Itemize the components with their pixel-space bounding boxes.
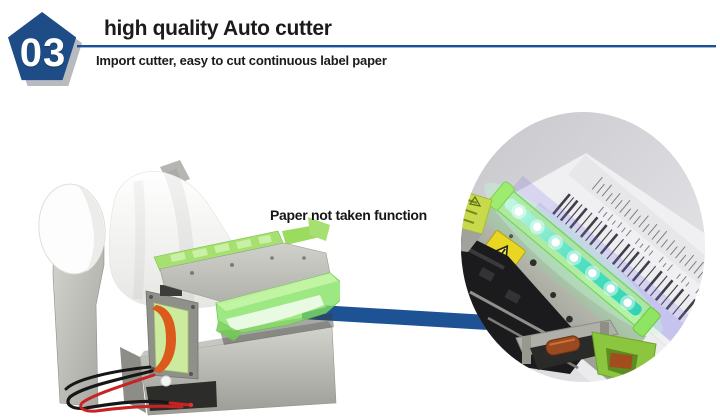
annotation-paper-not-taken: Paper not taken function [270, 207, 427, 223]
roller [545, 335, 581, 356]
power-wires [64, 365, 194, 413]
divider-line [77, 45, 716, 48]
callout-connector-bar [302, 304, 488, 330]
pentagon-shape [8, 12, 77, 81]
step-number: 03 [19, 30, 67, 75]
led-bar [484, 181, 663, 337]
page-subtitle: Import cutter, easy to cut continuous la… [96, 53, 387, 68]
step-badge-pentagon [8, 12, 82, 87]
mechanism-left-face [145, 277, 199, 387]
cutter-detail-circle [461, 112, 705, 382]
barcode [548, 190, 705, 346]
bottom-hardware [515, 319, 657, 382]
page-title: high quality Auto cutter [104, 17, 332, 40]
green-plastic-tab [591, 331, 657, 382]
paper-roll [38, 183, 106, 275]
receipt-micro-text [591, 176, 705, 330]
connector-shape [302, 304, 488, 330]
printer-photo [38, 160, 340, 416]
orange-coil [152, 305, 176, 373]
header-divider [77, 45, 716, 48]
led-dots [511, 203, 636, 311]
cutter-cover [215, 272, 340, 341]
